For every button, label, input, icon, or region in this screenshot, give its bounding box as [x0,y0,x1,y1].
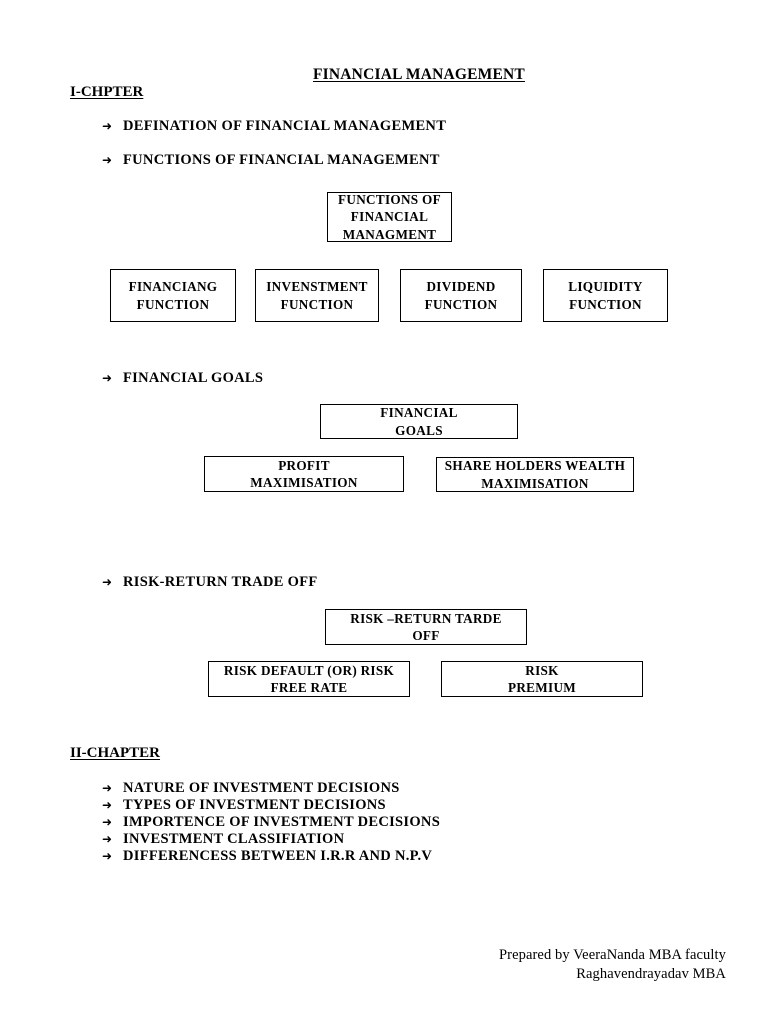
page-title: FINANCIAL MANAGEMENT [313,66,525,83]
arrow-bullet-icon: ➜ [102,781,113,795]
topic-label: FINANCIAL GOALS [123,370,264,386]
box-line: FUNCTION [280,296,354,312]
document-footer: Prepared by VeeraNanda MBA faculty Ragha… [0,946,726,983]
diagram-functions-child-financing: FINANCIANG FUNCTION [110,269,236,322]
footer-line-prepared-by: Prepared by VeeraNanda MBA faculty [498,947,726,963]
arrow-bullet-icon: ➜ [102,119,113,133]
diagram-functions-root-box: FUNCTIONS OF FINANCIAL MANAGMENT [327,192,452,242]
diagram-goals-child-profit: PROFIT MAXIMISATION [204,456,404,492]
box-line: FUNCTION [569,296,642,312]
diagram-risk-root-box: RISK –RETURN TARDE OFF [325,609,527,645]
topic-label: NATURE OF INVESTMENT DECISIONS [123,780,400,796]
box-line: RISK [525,662,559,678]
box-line: FUNCTIONS OF [338,191,441,207]
box-line: GOALS [395,422,443,438]
box-line: MAXIMISATION [481,475,589,491]
diagram-risk-child-premium: RISK PREMIUM [441,661,643,697]
arrow-bullet-icon: ➜ [102,832,113,846]
arrow-bullet-icon: ➜ [102,798,113,812]
arrow-bullet-icon: ➜ [102,575,113,589]
box-line: FUNCTION [136,296,210,312]
arrow-bullet-icon: ➜ [102,815,113,829]
box-line: FINANCIAL [350,209,429,225]
topic-label: TYPES OF INVESTMENT DECISIONS [123,797,386,813]
topic-item-importance-investment: ➜ IMPORTENCE OF INVESTMENT DECISIONS [102,814,440,831]
diagram-functions-child-investment: INVENSTMENT FUNCTION [255,269,379,322]
footer-line-author: Raghavendrayadav MBA [576,965,726,982]
topic-label: IMPORTENCE OF INVESTMENT DECISIONS [123,814,441,830]
box-line: RISK –RETURN TARDE [350,610,502,626]
topic-label: DIFFERENCESS BETWEEN I.R.R AND N.P.V [123,848,433,864]
box-line: DIVIDEND [426,279,496,295]
topic-label: INVESTMENT CLASSIFIATION [123,831,345,847]
box-line: LIQUIDITY [568,279,643,295]
box-line: MANAGMENT [342,226,437,242]
box-line: FREE RATE [270,680,348,695]
topic-item-financial-goals: ➜ FINANCIAL GOALS [102,370,263,387]
box-line: FINANCIAL [380,405,458,421]
box-line: FUNCTION [424,296,498,312]
arrow-bullet-icon: ➜ [102,153,113,167]
topic-item-investment-classification: ➜ INVESTMENT CLASSIFIATION [102,831,344,848]
topic-item-definition: ➜ DEFINATION OF FINANCIAL MANAGEMENT [102,118,446,135]
box-line: FINANCIANG [128,279,218,295]
arrow-bullet-icon: ➜ [102,371,113,385]
box-line: INVENSTMENT [266,279,368,295]
diagram-functions-child-liquidity: LIQUIDITY FUNCTION [543,269,668,322]
topic-item-functions: ➜ FUNCTIONS OF FINANCIAL MANAGEMENT [102,152,440,169]
chapter-one-heading: I-CHPTER [70,84,144,100]
chapter-two-heading: II-CHAPTER [70,745,161,761]
topic-label: FUNCTIONS OF FINANCIAL MANAGEMENT [123,152,440,168]
topic-item-nature-investment: ➜ NATURE OF INVESTMENT DECISIONS [102,780,400,797]
diagram-functions-child-dividend: DIVIDEND FUNCTION [400,269,522,322]
arrow-bullet-icon: ➜ [102,849,113,863]
topic-item-irr-npv-differences: ➜ DIFFERENCESS BETWEEN I.R.R AND N.P.V [102,848,432,865]
diagram-goals-child-shareholder-wealth: SHARE HOLDERS WEALTH MAXIMISATION [436,457,634,492]
box-line: RISK DEFAULT (OR) RISK [223,662,395,678]
box-line: OFF [412,628,440,643]
box-line: SHARE HOLDERS WEALTH [444,458,626,474]
box-line: MAXIMISATION [250,475,358,490]
topic-item-risk-return: ➜ RISK-RETURN TRADE OFF [102,574,318,591]
box-line: PROFIT [278,457,330,473]
topic-label: RISK-RETURN TRADE OFF [123,574,318,590]
diagram-risk-child-default-free-rate: RISK DEFAULT (OR) RISK FREE RATE [208,661,410,697]
topic-item-types-investment: ➜ TYPES OF INVESTMENT DECISIONS [102,797,386,814]
box-line: PREMIUM [507,680,577,695]
topic-label: DEFINATION OF FINANCIAL MANAGEMENT [123,118,447,134]
diagram-goals-root-box: FINANCIAL GOALS [320,404,518,439]
